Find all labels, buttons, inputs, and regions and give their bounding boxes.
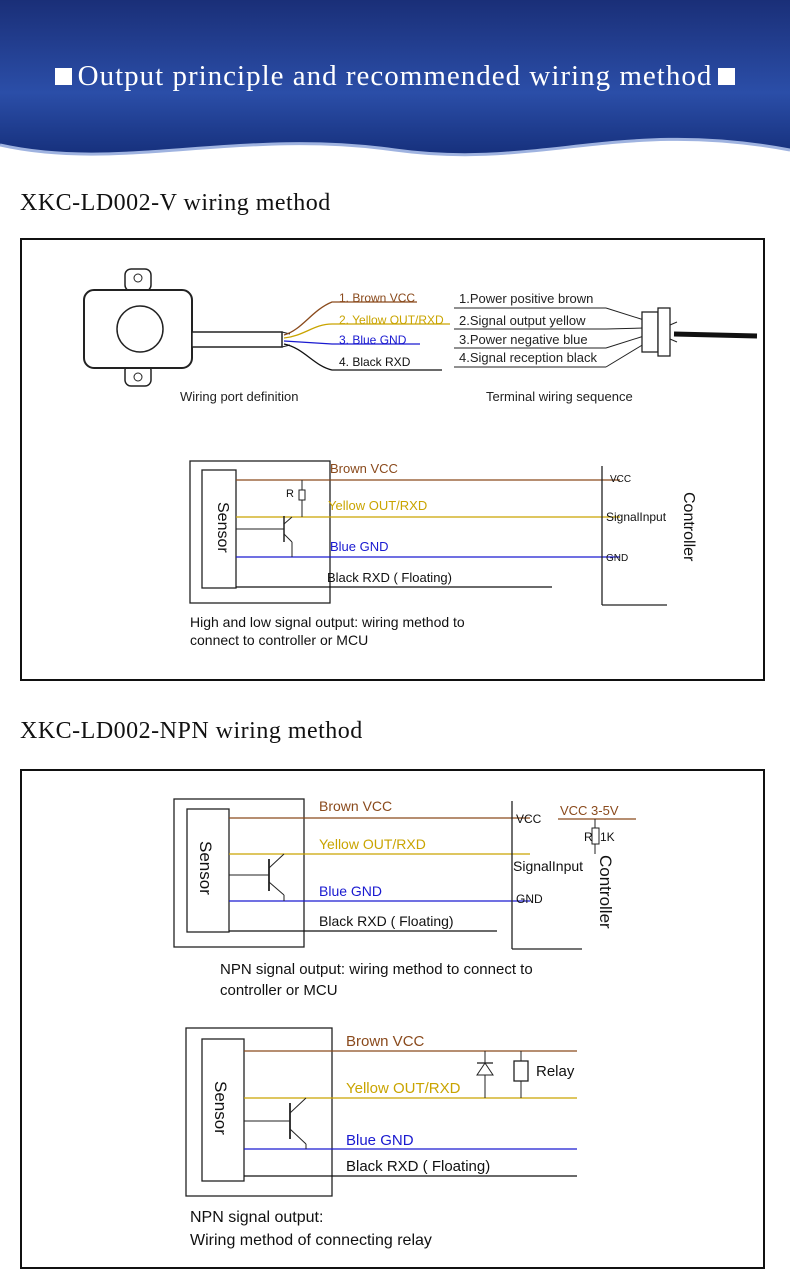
v-ctrl-gnd: GND: [606, 553, 628, 564]
banner-background: [0, 0, 790, 157]
npn-wiring-diagram: Sensor Brown VCC Yellow OUT/RXD Blue GND…: [173, 798, 636, 1249]
v-ctrl-vcc: VCC: [610, 474, 631, 485]
resistor-symbol: [298, 489, 306, 501]
transistor-symbol: [236, 516, 293, 557]
npn1-resistor-value: 1K: [600, 830, 615, 844]
connector-plug: [641, 311, 659, 353]
v-wiring-diagram: 1. Brown VCC 2. Yellow OUT/RXD 3. Blue G…: [83, 268, 758, 648]
v-caption-line2: connect to controller or MCU: [190, 632, 368, 648]
terminal-label-1: 1.Power positive brown: [459, 291, 593, 306]
square-bullet-icon: [718, 67, 736, 85]
npn1-caption-line1: NPN signal output: wiring method to conn…: [220, 961, 533, 978]
npn1-controller-label: Controller: [596, 855, 615, 929]
npn1-wire-brown: Brown VCC: [319, 798, 392, 814]
panel-v-wiring: 1. Brown VCC 2. Yellow OUT/RXD 3. Blue G…: [20, 238, 765, 681]
terminal-label-3: 3.Power negative blue: [459, 332, 588, 347]
v-sensor-label: Sensor: [214, 502, 231, 553]
terminal-label-2: 2.Signal output yellow: [459, 313, 586, 328]
v-circuit: Sensor Brown VCC Yellow OUT/RXD Blue GND…: [189, 460, 697, 606]
port-label-4: 4. Black RXD: [339, 355, 411, 369]
npn2-sensor-label: Sensor: [211, 1081, 230, 1135]
npn2-wire-blue: Blue GND: [346, 1132, 414, 1149]
v-wire-blue: Blue GND: [330, 539, 389, 554]
terminal-sequence: 1.Power positive brown 2.Signal output y…: [454, 291, 758, 404]
npn-relay-circuit: Sensor Brown VCC Yellow OUT/RXD Blue GND…: [185, 1027, 577, 1197]
npn2-relay-label: Relay: [536, 1063, 575, 1080]
v-wire-brown: Brown VCC: [330, 461, 398, 476]
npn1-wire-blue: Blue GND: [319, 883, 382, 899]
npn1-wire-yellow: Yellow OUT/RXD: [319, 836, 426, 852]
v-resistor-label: R: [286, 488, 294, 500]
terminal-label-4: 4.Signal reception black: [459, 350, 598, 365]
sensor-body-drawing: [83, 268, 291, 387]
npn2-wire-black: Black RXD ( Floating): [346, 1158, 490, 1175]
npn1-ctrl-gnd: GND: [516, 892, 543, 906]
port-label-1: 1. Brown VCC: [339, 291, 415, 305]
npn1-sensor-label: Sensor: [196, 841, 215, 895]
port-label-2: 2. Yellow OUT/RXD: [339, 313, 444, 327]
panel-npn-wiring: Sensor Brown VCC Yellow OUT/RXD Blue GND…: [20, 769, 765, 1269]
v-ctrl-signal: SignalInput: [606, 510, 667, 524]
npn-controller-circuit: Sensor Brown VCC Yellow OUT/RXD Blue GND…: [173, 798, 636, 950]
square-bullet-icon: [54, 67, 72, 85]
relay-symbol: [513, 1051, 529, 1098]
npn1-ctrl-vcc: VCC: [516, 812, 542, 826]
port-caption: Wiring port definition: [180, 389, 299, 404]
npn1-resistor-symbol: [591, 827, 600, 845]
npn2-caption-line2: Wiring method of connecting relay: [190, 1232, 432, 1249]
npn2-transistor-symbol: [244, 1097, 307, 1149]
v-wire-black: Black RXD ( Floating): [327, 570, 452, 585]
v-wire-yellow: Yellow OUT/RXD: [328, 498, 427, 513]
header-banner: Output principle and recommended wiring …: [0, 0, 790, 170]
cable: [673, 331, 758, 339]
npn1-vcc-label: VCC 3-5V: [560, 803, 619, 818]
npn2-wire-brown: Brown VCC: [346, 1033, 425, 1050]
npn2-wire-yellow: Yellow OUT/RXD: [346, 1080, 461, 1097]
npn2-caption-line1: NPN signal output:: [190, 1209, 323, 1226]
npn1-ctrl-signal: SignalInput: [513, 858, 583, 874]
npn1-transistor-symbol: [229, 853, 285, 901]
banner-title-text: Output principle and recommended wiring …: [77, 60, 713, 92]
v-caption-line1: High and low signal output: wiring metho…: [190, 614, 465, 630]
terminal-caption: Terminal wiring sequence: [486, 389, 633, 404]
section-npn-title: XKC-LD002-NPN wiring method: [20, 718, 363, 744]
port-label-3: 3. Blue GND: [339, 333, 407, 347]
banner-title: Output principle and recommended wiring …: [0, 60, 790, 93]
npn1-resistor-r: R: [584, 830, 593, 844]
v-controller-label: Controller: [680, 492, 697, 562]
diode-symbol: [476, 1051, 494, 1098]
npn1-wire-black: Black RXD ( Floating): [319, 913, 454, 929]
npn1-caption-line2: controller or MCU: [220, 982, 338, 999]
section-v-title: XKC-LD002-V wiring method: [20, 190, 331, 216]
